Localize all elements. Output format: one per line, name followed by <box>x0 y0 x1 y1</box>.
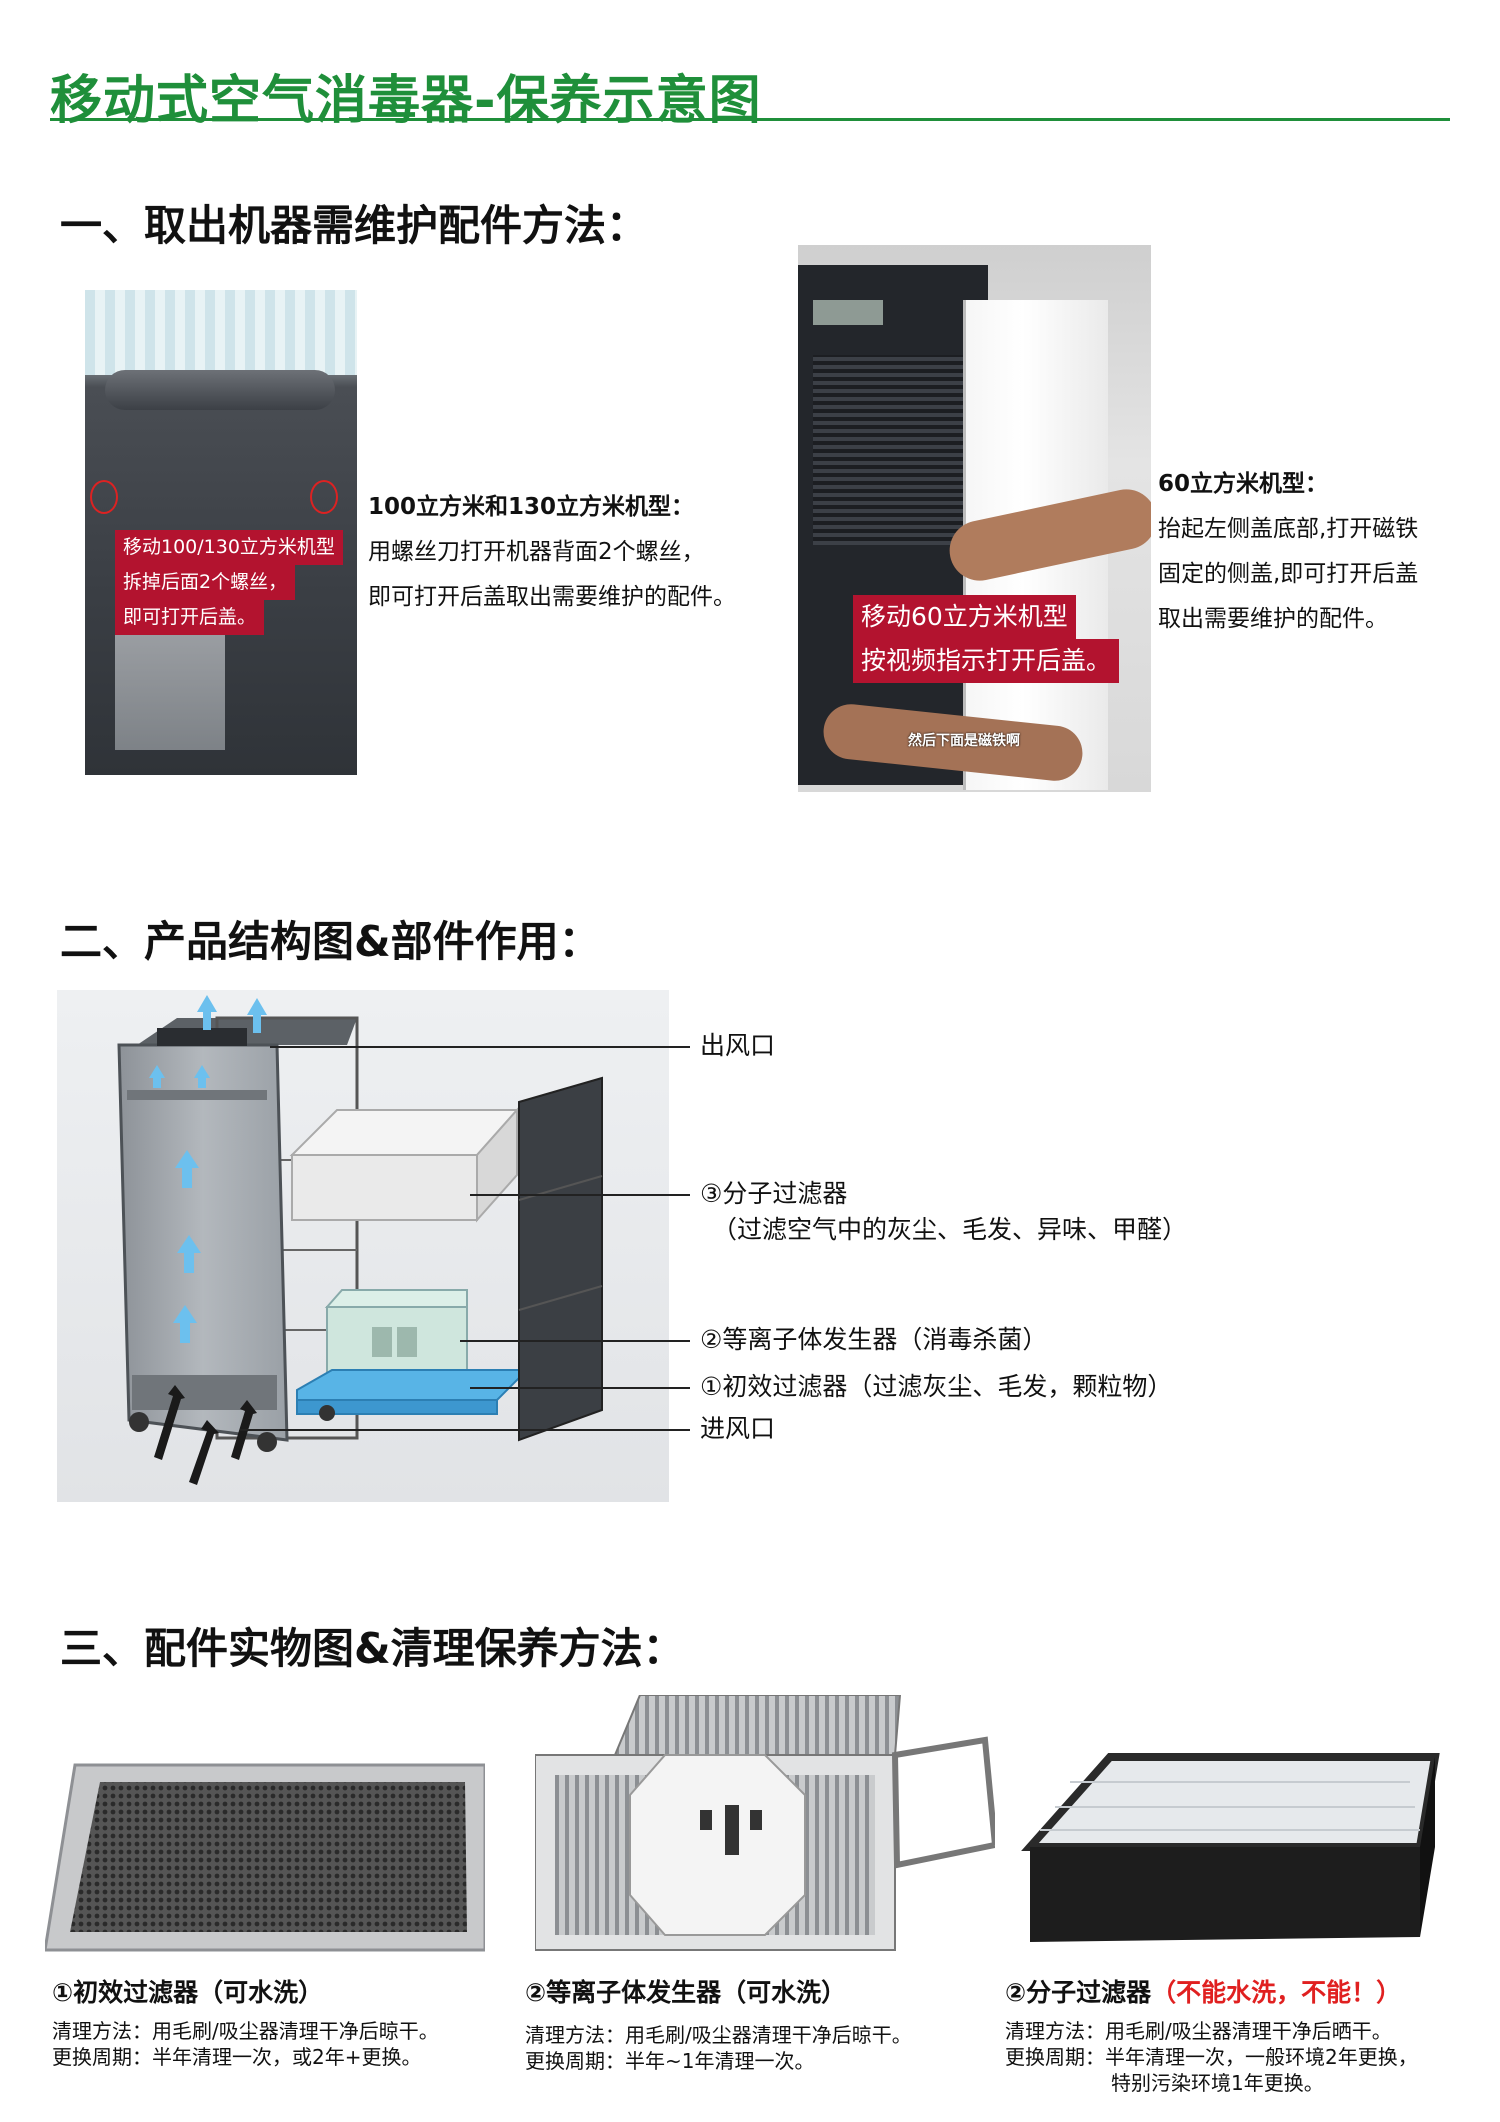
photo1-label-line: 移动100/130立方米机型 <box>115 530 343 565</box>
desc-line: 取出需要维护的配件。 <box>1158 606 1388 632</box>
desc-60: 60立方米机型： 抬起左侧盖底部,打开磁铁 固定的侧盖,即可打开后盖 取出需要维… <box>1158 462 1418 642</box>
screw-marker-left <box>90 480 118 514</box>
desc-line: 固定的侧盖,即可打开后盖 <box>1158 561 1419 587</box>
screw-marker-right <box>310 480 338 514</box>
unit-vent-bottom <box>132 1375 277 1410</box>
back-cover <box>518 1076 603 1442</box>
part2-title: ②等离子体发生器（可水洗） <box>525 1978 847 2007</box>
title-divider <box>50 118 1450 121</box>
desc-heading: 100立方米和130立方米机型： <box>368 494 695 520</box>
photo1-label-line: 即可打开后盖。 <box>115 600 265 635</box>
photo2-label-line: 按视频指示打开后盖。 <box>853 639 1120 683</box>
part2-text: 清理方法：用毛刷/吸尘器清理干净后晾干。 更换周期：半年~1年清理一次。 <box>525 2022 912 2074</box>
unit-vent-top <box>127 1090 267 1100</box>
part1-text: 清理方法：用毛刷/吸尘器清理干净后晾干。 更换周期：半年清理一次，或2年+更换。 <box>52 2018 439 2070</box>
photo1-label-line: 拆掉后面2个螺丝， <box>115 565 296 600</box>
unit-control-panel <box>157 1028 247 1046</box>
photo2-label-line: 移动60立方米机型 <box>853 595 1076 639</box>
part3-warning: （不能水洗，不能！） <box>1151 1978 1402 2007</box>
part2-cycle: 更换周期：半年~1年清理一次。 <box>525 2049 815 2073</box>
molecular-filter-photo <box>1010 1752 1440 1947</box>
desc-100-130: 100立方米和130立方米机型： 用螺丝刀打开机器背面2个螺丝， 即可打开后盖取… <box>368 485 736 620</box>
primary-filter-photo <box>43 1760 487 1955</box>
photo-window-background <box>85 290 357 375</box>
page-title: 移动式空气消毒器-保养示意图 <box>50 71 762 131</box>
callout-line-primary <box>470 1387 690 1389</box>
part3-cycle: 更换周期：半年清理一次，一般环境2年更换， <box>1005 2045 1418 2069</box>
callout-molecular-note: （过滤空气中的灰尘、毛发、异味、甲醛） <box>712 1215 1188 1244</box>
callout-outlet: 出风口 <box>700 1031 776 1060</box>
video-subtitle: 然后下面是磁铁啊 <box>908 733 1020 749</box>
photo-back-cover-100-130: 移动100/130立方米机型 拆掉后面2个螺丝， 即可打开后盖。 <box>85 290 357 775</box>
callout-plasma-generator: ②等离子体发生器（消毒杀菌） <box>700 1325 1048 1354</box>
desc-heading: 60立方米机型： <box>1158 471 1329 497</box>
airflow-arrows-out <box>149 995 267 1343</box>
photo-handle <box>105 370 335 410</box>
structure-diagram <box>57 990 669 1502</box>
wheel <box>257 1432 277 1452</box>
callout-inlet: 进风口 <box>700 1414 776 1443</box>
photo-display <box>813 300 883 325</box>
part3-text: 清理方法：用毛刷/吸尘器清理干净后晒干。 更换周期：半年清理一次，一般环境2年更… <box>1005 2018 1418 2096</box>
part3-title-text: ②分子过滤器 <box>1005 1978 1152 2007</box>
callout-primary-filter: ①初效过滤器（过滤灰尘、毛发，颗粒物） <box>700 1372 1173 1401</box>
desc-line: 即可打开后盖取出需要维护的配件。 <box>368 584 736 610</box>
part1-cycle: 更换周期：半年清理一次，或2年+更换。 <box>52 2045 422 2069</box>
part1-method: 清理方法：用毛刷/吸尘器清理干净后晾干。 <box>52 2019 439 2043</box>
callout-line-inlet <box>240 1429 690 1431</box>
callout-molecular-filter: ③分子过滤器 <box>700 1179 848 1208</box>
part3-title: ②分子过滤器（不能水洗，不能！） <box>1005 1973 1401 2009</box>
part2-method: 清理方法：用毛刷/吸尘器清理干净后晾干。 <box>525 2023 912 2047</box>
callout-line-plasma <box>460 1340 690 1342</box>
primary-filter <box>296 1369 530 1401</box>
molecular-filter <box>291 1154 478 1221</box>
photo-side-cover-60: 移动60立方米机型 按视频指示打开后盖。 然后下面是磁铁啊 <box>798 245 1151 792</box>
photo-grille <box>813 355 978 545</box>
part3-method: 清理方法：用毛刷/吸尘器清理干净后晒干。 <box>1005 2019 1392 2043</box>
photo2-label: 移动60立方米机型 按视频指示打开后盖。 <box>853 595 1120 683</box>
desc-line: 用螺丝刀打开机器背面2个螺丝， <box>368 539 705 565</box>
callout-line-molecular <box>470 1194 690 1196</box>
wheel <box>319 1405 335 1421</box>
photo1-label: 移动100/130立方米机型 拆掉后面2个螺丝， 即可打开后盖。 <box>115 530 357 635</box>
photo-sticker <box>115 620 225 750</box>
callout-line-outlet <box>270 1046 690 1048</box>
desc-line: 抬起左侧盖底部,打开磁铁 <box>1158 516 1419 542</box>
part1-title: ①初效过滤器（可水洗） <box>52 1978 324 2007</box>
wheel <box>129 1412 149 1432</box>
section1-heading: 一、取出机器需维护配件方法： <box>60 201 649 250</box>
part3-cycle-extra: 特别污染环境1年更换。 <box>1111 2071 1324 2095</box>
section2-heading: 二、产品结构图&部件作用： <box>60 917 601 966</box>
structure-diagram-drawing <box>117 995 603 1485</box>
plasma-generator-photo <box>534 1694 999 1965</box>
section3-heading: 三、配件实物图&清理保养方法： <box>60 1624 685 1673</box>
